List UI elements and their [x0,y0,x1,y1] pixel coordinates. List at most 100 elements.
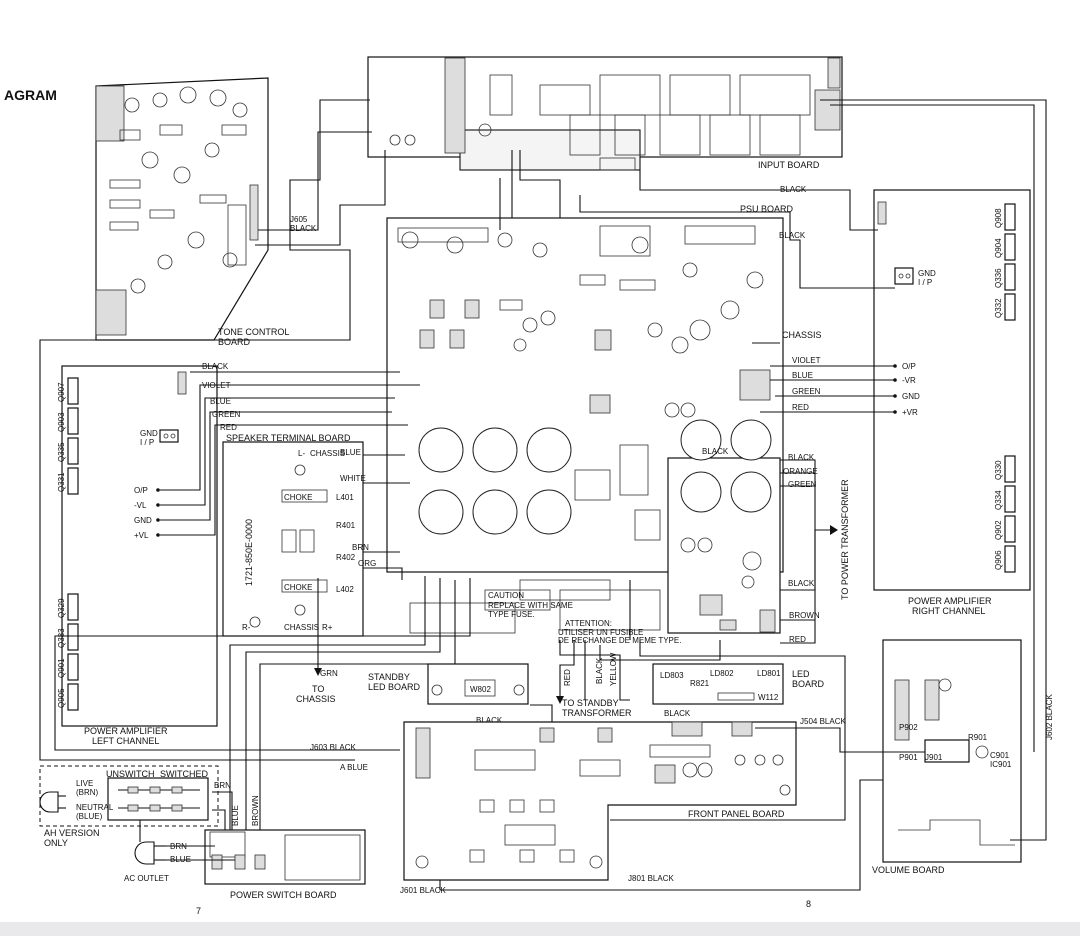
r821-label: R821 [690,679,710,688]
transistor-left-label-q331: Q331 [57,472,66,492]
j504-label: J504 BLACK [800,717,846,726]
page-number-left: 7 [196,906,201,916]
j602-label: J602 BLACK [1045,694,1054,740]
transistor-right-label-q904: Q904 [994,238,1003,258]
wire-brown-switch: BROWN [251,795,260,826]
pa-left-label-2: LEFT CHANNEL [92,736,159,746]
w802-label: W802 [470,685,491,694]
ac-outlet-label: AC OUTLET [124,874,169,883]
term-pos-vl: +VL [134,531,149,540]
power-switch-board: POWER SWITCH BOARD 7 [196,829,366,916]
j801-label: J801 BLACK [628,874,674,883]
speaker-chassis-bottom: CHASSIS [284,623,319,632]
transistor-right-label-q330: Q330 [994,460,1003,480]
page-footer-bar [0,922,1080,936]
volume-board-label: VOLUME BOARD [872,865,945,875]
wire-red-left: RED [220,423,237,432]
j605-label: J605 [290,215,308,224]
wire-green-tx: GREEN [788,480,817,489]
power-amp-left: POWER AMPLIFIER LEFT CHANNEL GND I / P [61,365,218,746]
wire-blue-switch: BLUE [231,805,240,826]
switched-label: SWITCHED [160,769,208,779]
transistor-right-slot-q904 [1004,233,1016,261]
r401-label: R401 [336,521,356,530]
front-panel-board: FRONT PANEL BOARD BLACK J504 BLACK [403,709,846,881]
live-color: (BRN) [76,788,99,797]
pa-left-gnd: GND [140,429,158,438]
page-number-right: 8 [806,899,811,909]
transistor-left-slot-q329 [67,593,79,621]
transistor-right-label-q908: Q908 [994,208,1003,228]
w112-label: W112 [758,693,779,702]
term-pos-vr: +VR [902,408,918,417]
wiring [39,99,1047,891]
replace-label: REPLACE WITH SAME [488,601,573,610]
volume-board: R901 J901 C901 IC901 P902 P901 VOLUME BO… [872,639,1022,875]
pa-left-label-1: POWER AMPLIFIER [84,726,168,736]
wire-brn-speaker: BRN [352,543,369,552]
transistor-right-slot-q334 [1004,485,1016,513]
term-gnd-left: GND [134,516,152,525]
wire-black-left: BLACK [202,362,229,371]
a-blue-label: A BLUE [340,763,368,772]
j601-label: J601 BLACK [400,886,446,895]
pa-right-gnd: GND [918,269,936,278]
transistor-left-slot-q901 [67,653,79,681]
transistor-right-label-q906: Q906 [994,550,1003,570]
to-standby-1: TO STANDBY [562,698,619,708]
transistor-left-slot-q331 [67,467,79,495]
transistor-right-slot-q336 [1004,263,1016,291]
neutral-label: NEUTRAL [76,803,114,812]
wire-black-standby: BLACK [595,657,604,684]
ic901-label: IC901 [990,760,1012,769]
arrow-transformer [830,525,838,535]
wire-white-speaker: WHITE [340,474,366,483]
transistor-left-slot-q903 [67,407,79,435]
term-neg-vl: -VL [134,501,147,510]
speaker-r-minus: R- [242,623,251,632]
p901-label: P901 [899,753,918,762]
tone-control-board: TONE CONTROL BOARD [95,77,289,347]
wire-black-tx: BLACK [788,453,815,462]
to-chassis-2: CHASSIS [296,694,336,704]
pa-right-label-1: POWER AMPLIFIER [908,596,992,606]
wire-red-standby: RED [563,669,572,686]
psu-black-label: BLACK [702,447,729,456]
led-board-label-1: LED [792,669,810,679]
transistor-left-label-q901: Q901 [57,658,66,678]
term-op-left: O/P [134,486,148,495]
live-label: LIVE [76,779,93,788]
to-standby-2: TRANSFORMER [562,708,632,718]
speaker-terminal-board: SPEAKER TERMINAL BOARD L- CHASSIS CHOKE … [222,433,364,637]
page-heading: AGRAM [4,87,57,103]
psu-board-label: PSU BOARD [740,204,794,214]
standby-board-label-1: STANDBY [368,672,410,682]
ah-version-label-1: AH VERSION [44,828,100,838]
r901-label: R901 [968,733,988,742]
w802-color: BLACK [476,716,503,725]
wire-blue-left: BLUE [210,397,231,406]
input-board-label: INPUT BOARD [758,160,820,170]
led-board: LD803 LD802 LD801 R821 W112 LED BOARD [652,663,825,705]
wire-red-right: RED [792,403,809,412]
tone-board-label-1: TONE CONTROL [218,327,289,337]
utiliser-label: UTILISER UN FUSIBLE [558,628,643,637]
transistor-left-slot-q335 [67,437,79,465]
speaker-r-plus: R+ [322,623,333,632]
choke-bottom: CHOKE [284,583,312,592]
wire-blue-speaker: BLUE [340,448,361,457]
wire-black-tx-2: BLACK [788,579,815,588]
wire-black-input: BLACK [780,185,807,194]
led-board-label-2: BOARD [792,679,825,689]
input-board: INPUT BOARD [367,56,843,171]
ld803-label: LD803 [660,671,684,680]
transistor-right-slot-q902 [1004,515,1016,543]
transistor-left-slot-q333 [67,623,79,651]
transistor-right-slot-q906 [1004,545,1016,573]
j605-color: BLACK [290,224,317,233]
transistor-left-label-q903: Q903 [57,412,66,432]
